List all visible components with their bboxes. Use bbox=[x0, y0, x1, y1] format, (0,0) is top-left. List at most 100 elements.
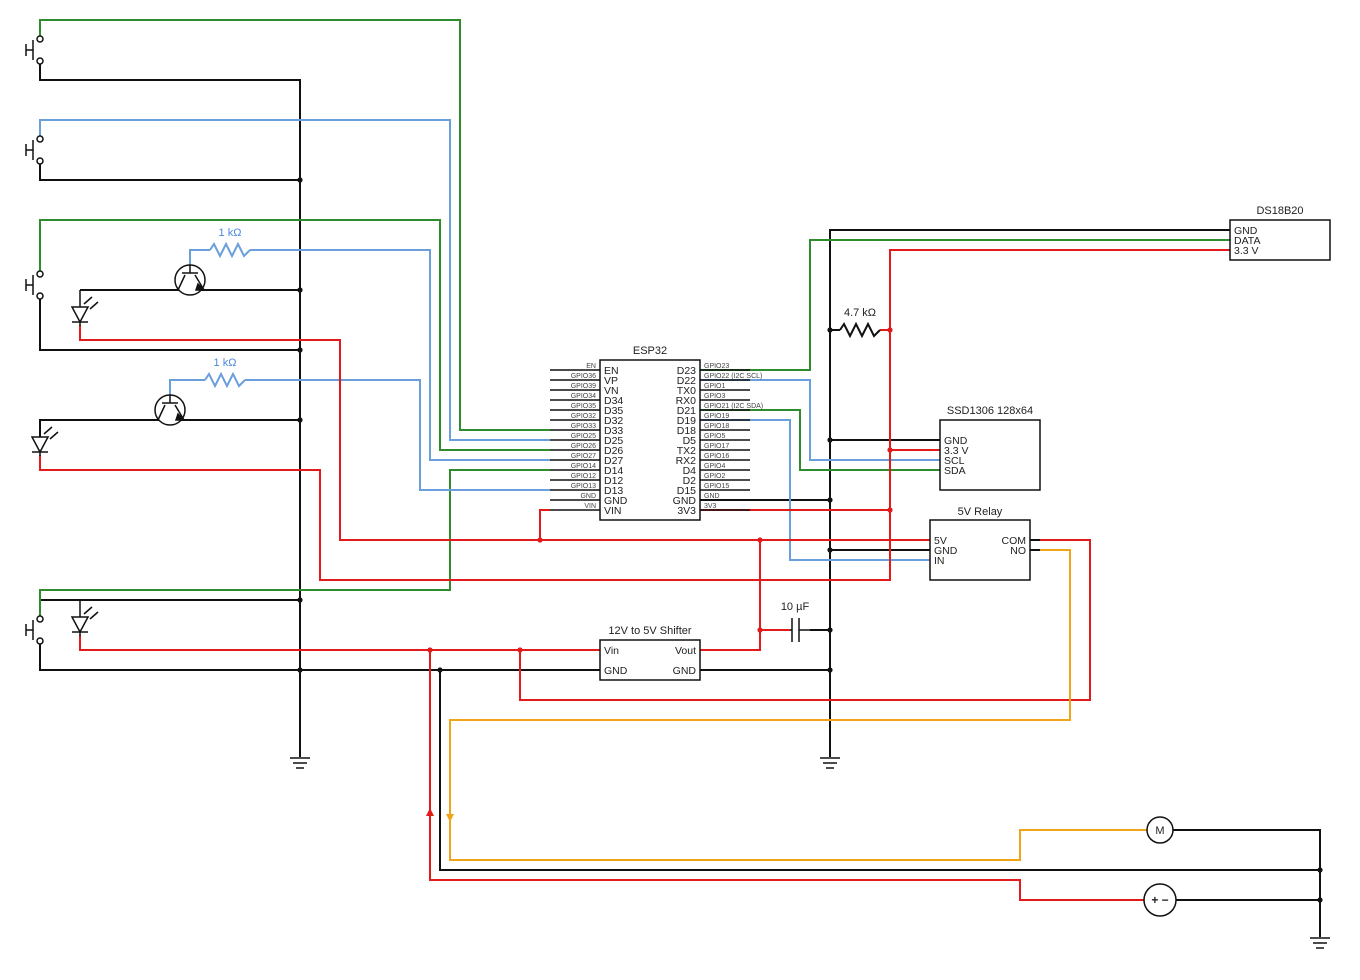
shifter-pin-vin: Vin bbox=[604, 645, 619, 657]
esp32-right-gpio-label: GPIO2 bbox=[704, 473, 726, 480]
esp32-right-gpio-label: GPIO18 bbox=[704, 423, 729, 430]
red-arrow-icon bbox=[426, 808, 434, 816]
led-icon bbox=[70, 600, 99, 636]
esp32-right-gpio-label: GND bbox=[704, 493, 720, 500]
esp32-right-gpio-label: GPIO1 bbox=[704, 383, 726, 390]
esp32-left-gpio-label: VIN bbox=[584, 503, 596, 510]
green-signal-wires bbox=[39, 19, 1230, 620]
pullup-resistor-icon bbox=[839, 321, 881, 339]
ds18b20-pin-data: DATA bbox=[1234, 235, 1260, 247]
ssd1306-title: SSD1306 128x64 bbox=[947, 405, 1033, 417]
esp32-right-pin-label: D2 bbox=[683, 475, 697, 487]
esp32-right-pin-label: RX0 bbox=[676, 395, 697, 407]
esp32-right-pin-label: D15 bbox=[677, 485, 696, 497]
esp32-right-pin-label: 3V3 bbox=[677, 505, 696, 517]
esp32-left-gpio-label: GPIO26 bbox=[571, 443, 596, 450]
relay-title: 5V Relay bbox=[958, 506, 1003, 518]
esp32-left-gpio-label: GPIO36 bbox=[571, 373, 596, 380]
esp32-left-gpio-label: GPIO12 bbox=[571, 473, 596, 480]
relay-pin-5v: 5V bbox=[934, 535, 947, 547]
ssd1306-pin-scl: SCL bbox=[944, 455, 965, 467]
esp32-right-pin-label: D5 bbox=[683, 435, 697, 447]
esp32-left-gpio-label: GPIO34 bbox=[571, 393, 596, 400]
capacitor-icon bbox=[790, 618, 810, 642]
esp32-left-pin-label: D25 bbox=[604, 435, 623, 447]
esp32-right-pin-label: D18 bbox=[677, 425, 696, 437]
esp32-left-pin-label: D34 bbox=[604, 395, 623, 407]
esp32-right-gpio-label: GPIO4 bbox=[704, 463, 726, 470]
esp32-right-gpio-label: 3V3 bbox=[704, 503, 717, 510]
shifter-pin-gnd-out: GND bbox=[673, 665, 697, 677]
ds18b20-title: DS18B20 bbox=[1256, 205, 1303, 217]
esp32-right-pin-label: TX0 bbox=[677, 385, 696, 397]
relay-module: 5V Relay 5V GND IN COM NO bbox=[929, 506, 1031, 581]
push-button-icon bbox=[25, 270, 44, 300]
battery-label: + − bbox=[1151, 893, 1168, 907]
esp32-left-pin-label: D33 bbox=[604, 425, 623, 437]
push-button-icon bbox=[25, 615, 44, 645]
esp32-left-pin-label: GND bbox=[604, 495, 628, 507]
esp32-module: ESP32 ENENVPGPIO36VNGPIO39D34GPIO34D35GP… bbox=[550, 345, 763, 521]
relay-pin-in: IN bbox=[934, 555, 945, 567]
esp32-left-gpio-label: GPIO39 bbox=[571, 383, 596, 390]
esp32-right-pin-label: D23 bbox=[677, 365, 696, 377]
resistor-icon bbox=[209, 241, 251, 259]
ssd1306-pin-gnd: GND bbox=[944, 435, 968, 447]
shifter-title: 12V to 5V Shifter bbox=[608, 625, 691, 637]
ds18b20-pin-gnd: GND bbox=[1234, 225, 1258, 237]
capacitor-label: 10 µF bbox=[781, 601, 810, 613]
led-icon bbox=[70, 290, 99, 326]
power-wires bbox=[39, 249, 1230, 901]
esp32-right-pin-label: TX2 bbox=[677, 445, 696, 457]
esp32-left-pin-label: D27 bbox=[604, 455, 623, 467]
esp32-right-gpio-label: GPIO16 bbox=[704, 453, 729, 460]
pullup-resistor-label: 4.7 kΩ bbox=[844, 307, 876, 319]
esp32-right-pin-label: D19 bbox=[677, 415, 696, 427]
power-junction-dots bbox=[427, 327, 893, 653]
esp32-left-gpio-label: GPIO25 bbox=[571, 433, 596, 440]
ds18b20-sensor: DS18B20 GND DATA 3.3 V bbox=[1229, 205, 1331, 261]
esp32-right-pin-label: RX2 bbox=[676, 455, 697, 467]
esp32-right-gpio-label: GPIO17 bbox=[704, 443, 729, 450]
esp32-left-pin-label: D12 bbox=[604, 475, 623, 487]
esp32-right-gpio-label: GPIO22 (I2C SCL) bbox=[704, 373, 762, 380]
esp32-left-pin-label: EN bbox=[604, 365, 619, 377]
relay-pin-com: COM bbox=[1002, 535, 1027, 547]
esp32-left-gpio-label: GPIO35 bbox=[571, 403, 596, 410]
esp32-left-pin-label: VP bbox=[604, 375, 618, 387]
ground-icon bbox=[1310, 937, 1330, 949]
transistor-icon bbox=[174, 264, 206, 296]
esp32-right-gpio-label: GPIO21 (I2C SDA) bbox=[704, 403, 763, 410]
transistor-icon bbox=[154, 394, 186, 426]
junction-dots bbox=[297, 177, 1323, 903]
voltage-shifter: 12V to 5V Shifter Vin GND Vout GND bbox=[599, 625, 701, 681]
esp32-left-gpio-label: GND bbox=[580, 493, 596, 500]
relay-pin-no: NO bbox=[1010, 545, 1026, 557]
push-button-icon bbox=[25, 135, 44, 165]
ds18b20-pin-vcc: 3.3 V bbox=[1234, 245, 1259, 257]
push-button-icon bbox=[25, 35, 44, 65]
esp32-left-pin-label: D13 bbox=[604, 485, 623, 497]
shifter-pin-vout: Vout bbox=[675, 645, 696, 657]
esp32-title: ESP32 bbox=[633, 345, 667, 357]
ssd1306-pin-sda: SDA bbox=[944, 465, 966, 477]
esp32-left-gpio-label: GPIO14 bbox=[571, 463, 596, 470]
esp32-right-gpio-label: GPIO23 bbox=[704, 363, 729, 370]
esp32-left-gpio-label: EN bbox=[586, 363, 596, 370]
esp32-right-gpio-label: GPIO15 bbox=[704, 483, 729, 490]
esp32-right-gpio-label: GPIO19 bbox=[704, 413, 729, 420]
esp32-left-pin-label: VN bbox=[604, 385, 619, 397]
ssd1306-display: SSD1306 128x64 GND 3.3 V SCL SDA bbox=[939, 405, 1041, 491]
esp32-left-pin-label: D26 bbox=[604, 445, 623, 457]
motor-label: M bbox=[1155, 825, 1164, 837]
esp32-left-pin-label: D35 bbox=[604, 405, 623, 417]
relay-pin-gnd: GND bbox=[934, 545, 958, 557]
esp32-right-pin-label: D22 bbox=[677, 375, 696, 387]
shifter-pin-gnd-in: GND bbox=[604, 665, 628, 677]
resistor-top-label: 1 kΩ bbox=[219, 227, 242, 239]
esp32-left-pin-label: VIN bbox=[604, 505, 622, 517]
esp32-left-gpio-label: GPIO27 bbox=[571, 453, 596, 460]
battery-icon: + − bbox=[1140, 883, 1180, 917]
esp32-right-gpio-label: GPIO3 bbox=[704, 393, 726, 400]
